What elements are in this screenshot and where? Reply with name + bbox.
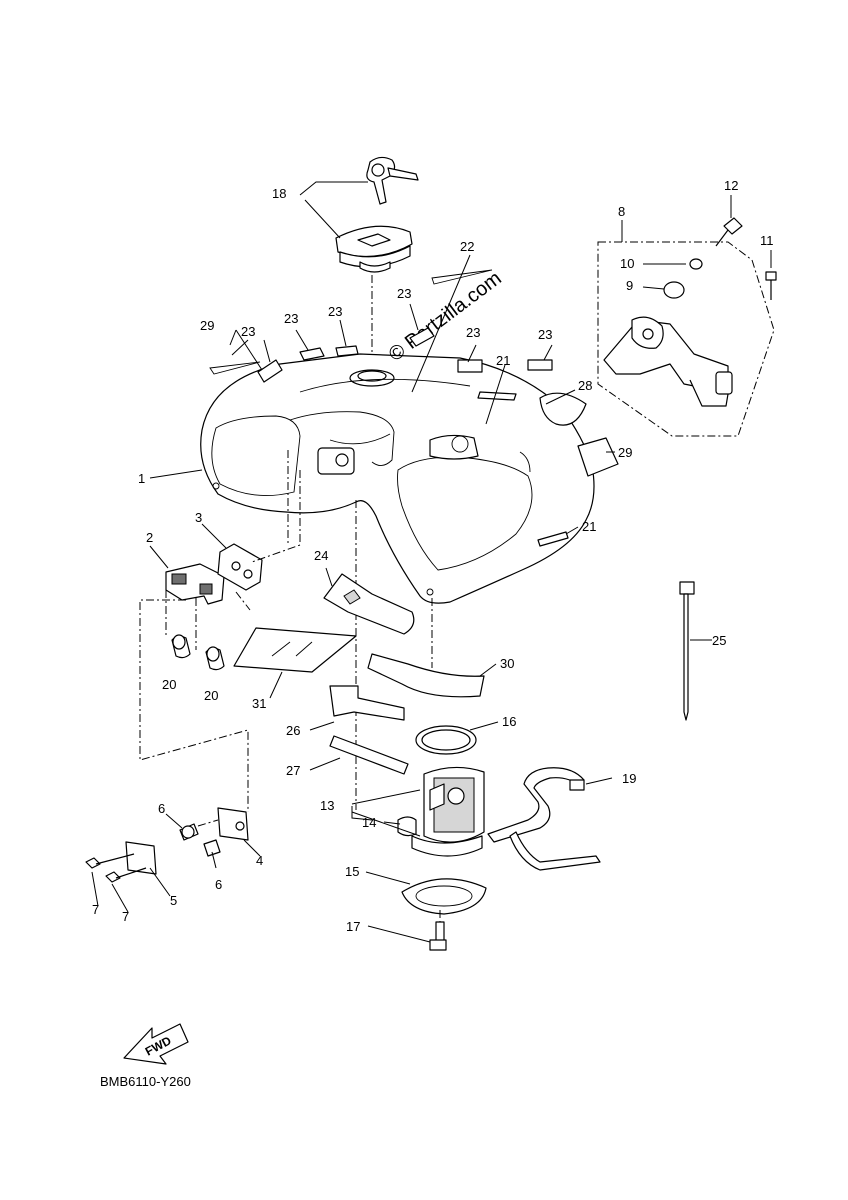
watermark: © Partzilla.com (385, 267, 506, 366)
fuel-pump-13[interactable] (397, 766, 485, 857)
callout-5[interactable]: 5 (170, 893, 177, 908)
fuel-hose-19[interactable] (487, 767, 601, 871)
bracket-5[interactable] (125, 841, 157, 875)
callout-23[interactable]: 23 (284, 311, 298, 326)
callout-23[interactable]: 23 (241, 324, 255, 339)
pad-27[interactable] (329, 735, 409, 775)
pad-26[interactable] (329, 685, 405, 721)
damper-3[interactable] (217, 543, 263, 591)
callout-31[interactable]: 31 (252, 696, 266, 711)
callout-6[interactable]: 6 (215, 877, 222, 892)
callout-23[interactable]: 23 (466, 325, 480, 340)
callout-28[interactable]: 28 (578, 378, 592, 393)
callout-23[interactable]: 23 (538, 327, 552, 342)
bolt-17[interactable] (429, 921, 447, 951)
callout-29[interactable]: 29 (618, 445, 632, 460)
callout-1[interactable]: 1 (138, 471, 145, 486)
callout-21[interactable]: 21 (496, 353, 510, 368)
callout-3[interactable]: 3 (195, 510, 202, 525)
cable-tie-25[interactable] (679, 581, 695, 721)
collars-20[interactable] (171, 634, 225, 671)
callout-30[interactable]: 30 (500, 656, 514, 671)
stickers-23[interactable] (257, 327, 553, 383)
callout-27[interactable]: 27 (286, 763, 300, 778)
callout-29[interactable]: 29 (200, 318, 214, 333)
callout-21[interactable]: 21 (582, 519, 596, 534)
fuel-cap-assembly[interactable] (335, 156, 419, 273)
diagram-code: BMB6110-Y260 (100, 1074, 191, 1089)
callout-7[interactable]: 7 (92, 902, 99, 917)
callout-23[interactable]: 23 (328, 304, 342, 319)
callout-15[interactable]: 15 (345, 864, 359, 879)
callout-12[interactable]: 12 (724, 178, 738, 193)
fuel-tank[interactable] (200, 353, 595, 604)
protector-31[interactable] (233, 627, 357, 673)
bolts-7[interactable] (85, 853, 147, 883)
callout-17[interactable]: 17 (346, 919, 360, 934)
fwd-arrow: FWD (123, 1023, 189, 1065)
callout-13[interactable]: 13 (320, 798, 334, 813)
callout-4[interactable]: 4 (256, 853, 263, 868)
callout-14[interactable]: 14 (362, 815, 376, 830)
callout-20[interactable]: 20 (162, 677, 176, 692)
callout-16[interactable]: 16 (502, 714, 516, 729)
callout-19[interactable]: 19 (622, 771, 636, 786)
callout-24[interactable]: 24 (314, 548, 328, 563)
callout-2[interactable]: 2 (146, 530, 153, 545)
callout-25[interactable]: 25 (712, 633, 726, 648)
gasket-16[interactable] (415, 725, 477, 755)
callout-6[interactable]: 6 (158, 801, 165, 816)
callout-11[interactable]: 11 (760, 233, 774, 248)
callout-8[interactable]: 8 (618, 204, 625, 219)
callout-10[interactable]: 10 (620, 256, 634, 271)
callout-26[interactable]: 26 (286, 723, 300, 738)
collars-6[interactable] (179, 823, 221, 857)
callout-7[interactable]: 7 (122, 909, 129, 924)
callout-18[interactable]: 18 (272, 186, 286, 201)
callout-20[interactable]: 20 (204, 688, 218, 703)
callout-23[interactable]: 23 (397, 286, 411, 301)
mount-bracket-2[interactable] (165, 563, 225, 605)
cover-24[interactable] (323, 573, 415, 635)
callout-9[interactable]: 9 (626, 278, 633, 293)
bracket-4[interactable] (217, 807, 249, 841)
pad-30[interactable] (367, 653, 485, 698)
plate-15[interactable] (401, 878, 487, 915)
callout-22[interactable]: 22 (460, 239, 474, 254)
bracket-assembly[interactable] (603, 217, 777, 407)
